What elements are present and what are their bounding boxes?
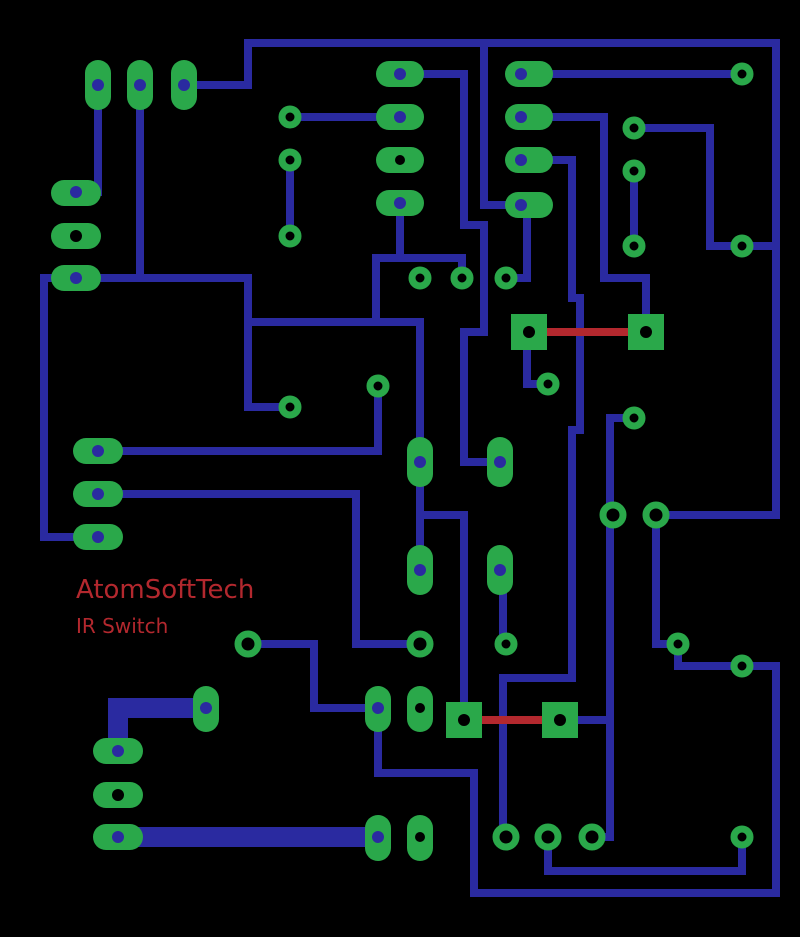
drill-holes <box>70 68 652 843</box>
pad <box>366 374 390 398</box>
pad <box>492 823 520 851</box>
trace <box>94 490 424 648</box>
pad <box>278 105 302 129</box>
drill-hole <box>395 155 405 165</box>
drill-hole <box>415 832 425 842</box>
drill-hole <box>70 186 82 198</box>
pad <box>505 61 553 87</box>
drill-hole <box>92 531 104 543</box>
drill-hole <box>494 456 506 468</box>
pad <box>599 501 627 529</box>
trace <box>630 124 780 250</box>
pad <box>278 148 302 172</box>
pad <box>505 147 553 173</box>
drill-hole <box>640 326 652 338</box>
pad <box>666 632 690 656</box>
trace <box>588 414 638 841</box>
round-pads <box>234 62 754 851</box>
drill-hole <box>178 79 190 91</box>
drill-hole <box>92 445 104 457</box>
drill-hole <box>200 702 212 714</box>
pad <box>622 234 646 258</box>
drill-hole <box>372 831 384 843</box>
trace <box>180 39 780 519</box>
drill-hole <box>414 456 426 468</box>
drill-hole <box>394 111 406 123</box>
pad <box>730 234 754 258</box>
pad <box>505 104 553 130</box>
drill-hole <box>92 79 104 91</box>
pad <box>494 632 518 656</box>
drill-hole <box>554 714 566 726</box>
drill-hole <box>70 230 82 242</box>
trace <box>396 70 504 466</box>
pad <box>622 116 646 140</box>
pad <box>408 266 432 290</box>
power-trace <box>108 698 206 751</box>
trace <box>499 156 584 841</box>
board-subtitle: IR Switch <box>76 614 169 638</box>
pad <box>642 501 670 529</box>
pad <box>534 823 562 851</box>
drill-hole <box>70 272 82 284</box>
pad <box>578 823 606 851</box>
pad <box>730 825 754 849</box>
pad <box>450 266 474 290</box>
pad <box>505 192 553 218</box>
pad <box>622 406 646 430</box>
trace <box>244 199 404 326</box>
trace <box>544 833 746 875</box>
trace <box>244 640 382 712</box>
drill-hole <box>515 111 527 123</box>
trace <box>72 274 294 411</box>
pad <box>622 159 646 183</box>
pad <box>278 395 302 419</box>
pad <box>494 266 518 290</box>
drill-hole <box>515 68 527 80</box>
drill-hole <box>134 79 146 91</box>
pad <box>406 630 434 658</box>
drill-hole <box>414 564 426 576</box>
drill-hole <box>372 702 384 714</box>
board-title: AtomSoftTech <box>76 575 255 605</box>
drill-hole <box>112 831 124 843</box>
drill-hole <box>394 197 406 209</box>
drill-hole <box>494 564 506 576</box>
pad <box>730 62 754 86</box>
drill-hole <box>515 154 527 166</box>
drill-hole <box>523 326 535 338</box>
trace <box>517 113 650 336</box>
pad <box>536 372 560 396</box>
drill-hole <box>112 745 124 757</box>
trace <box>94 382 382 455</box>
pad <box>234 630 262 658</box>
drill-hole <box>458 714 470 726</box>
drill-hole <box>92 488 104 500</box>
pad <box>730 654 754 678</box>
drill-hole <box>112 789 124 801</box>
power-traces <box>108 698 378 847</box>
drill-hole <box>515 199 527 211</box>
drill-hole <box>415 703 425 713</box>
pad <box>278 224 302 248</box>
drill-hole <box>394 68 406 80</box>
